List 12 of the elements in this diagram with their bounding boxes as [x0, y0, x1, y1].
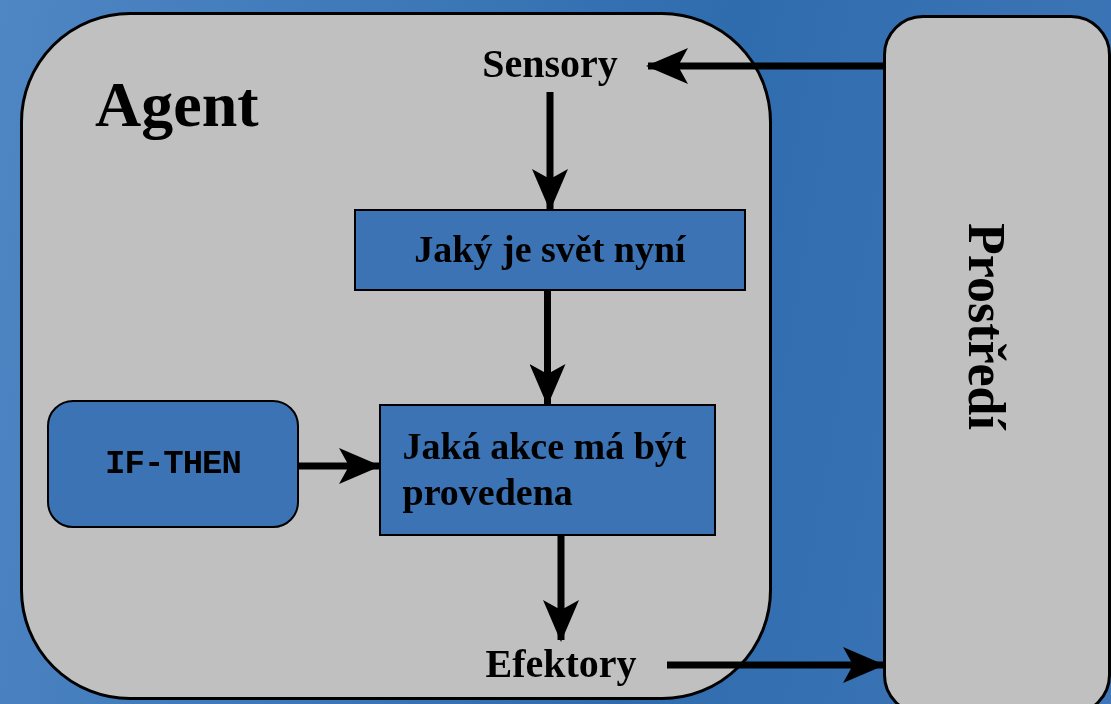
arrow [299, 448, 381, 484]
arrow [543, 536, 579, 642]
agent-panel [20, 12, 772, 700]
node-label: Efektory [484, 642, 638, 686]
process-box: Jaká akce má být provedena [379, 404, 716, 536]
process-box: Jaký je svět nyní [354, 209, 746, 291]
environment-label: Prostředí [960, 223, 1012, 430]
arrow [529, 291, 566, 406]
arrow [667, 647, 885, 683]
node-label: Sensory [481, 42, 619, 86]
environment-panel [883, 15, 1111, 704]
arrow [646, 48, 883, 84]
